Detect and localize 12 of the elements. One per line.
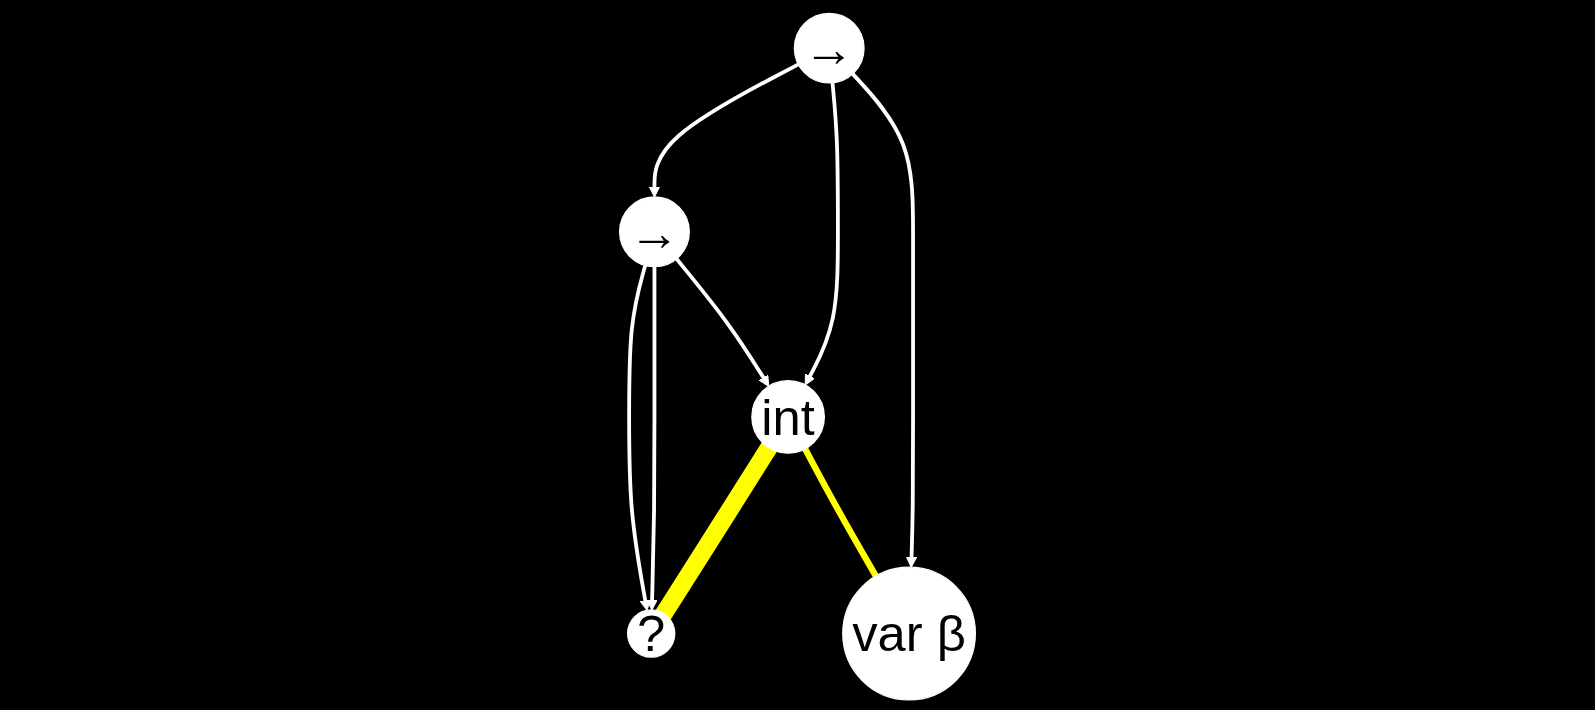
arrow [675,257,770,387]
connector [802,447,879,578]
arrow [646,266,658,611]
node-circle: var β [842,566,976,701]
arrow [648,62,800,198]
arrow [627,264,651,611]
arrow [804,82,840,386]
node-circle: int [751,380,825,454]
node-circle: ? [626,609,676,658]
arrow [851,72,918,568]
node-circle: → [619,196,690,268]
node-circle: → [793,12,865,84]
